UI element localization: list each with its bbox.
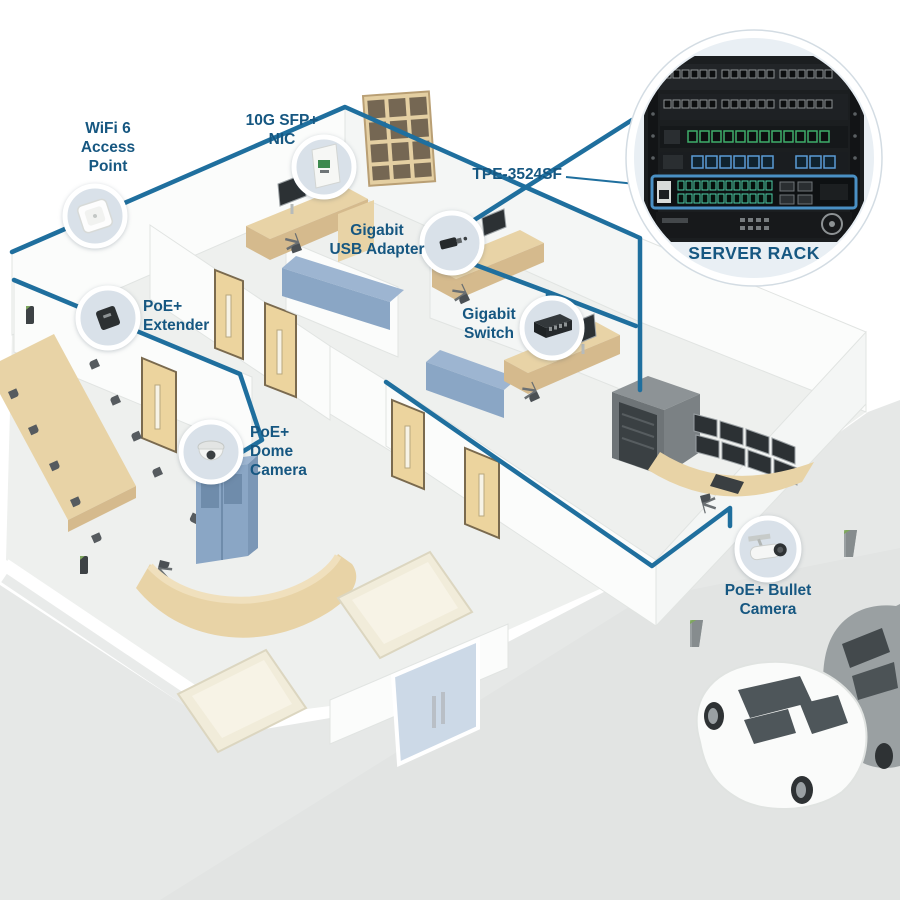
switch-room-front-wall (385, 379, 657, 627)
lobby (176, 550, 474, 754)
sofa (336, 550, 474, 660)
car-windshield (738, 676, 812, 718)
tpe-pointer-line (565, 176, 637, 185)
usb-adapter-label: Gigabit USB Adapter (329, 222, 425, 258)
blue-credenza (282, 256, 404, 330)
sfp-nic-callout (291, 134, 357, 200)
conference-room (0, 278, 245, 547)
bullet-camera-icon (748, 533, 787, 561)
nvr-unit (656, 212, 852, 238)
sofa (176, 648, 308, 754)
poe-extender-callout (75, 285, 141, 351)
outdoor-ground (0, 400, 900, 900)
bullet-branch-line (383, 379, 733, 569)
door (391, 398, 425, 491)
gigabit-switch-callout (519, 295, 585, 361)
server-rack-callout (625, 29, 883, 287)
control-room (612, 376, 814, 517)
sfp-nic-label: 10G SFP+ NIC (245, 112, 319, 148)
server-rack-label: SERVER RACK (688, 243, 820, 263)
blue-credenza (426, 350, 518, 418)
drawer-unit (338, 200, 374, 262)
bullet-camera-callout (734, 515, 802, 583)
usb-adapter-icon (439, 236, 468, 250)
door (214, 268, 244, 361)
poe-extender-icon (96, 306, 120, 330)
wifi-ap-label: WiFi 6 Access Point (80, 120, 136, 175)
parking-lot (160, 548, 900, 900)
gigabit-switch-label: Gigabit Switch (462, 306, 516, 342)
poe-switch-green (660, 126, 848, 148)
door (264, 301, 297, 399)
bullet-camera-label: PoE+ Bullet Camera (724, 582, 812, 618)
monitor-wall (693, 413, 798, 486)
desk (246, 186, 368, 239)
server-rack-illustration (644, 56, 864, 242)
keyboard (710, 474, 744, 494)
reception-area (62, 455, 357, 638)
door (464, 446, 500, 540)
poe-switch-blue (660, 152, 848, 172)
tpe-3524sf-switch (650, 174, 858, 210)
server-cabinet (612, 376, 700, 476)
backbone-line (9, 104, 643, 393)
wifi-access-point-icon (76, 198, 114, 234)
dome-camera-callout (178, 419, 244, 485)
control-desk (648, 452, 814, 497)
wifi-ap-callout (62, 183, 128, 249)
tpe-3524sf-label: TPE-3524SF (472, 166, 562, 183)
reception-desk (136, 554, 357, 638)
poe-extender-label: PoE+ Extender (143, 298, 210, 334)
monitor (481, 208, 507, 237)
gigabit-switch-icon (534, 314, 572, 338)
callouts (62, 134, 802, 583)
usb-adapter-callout (419, 210, 485, 276)
glass-double-door (390, 636, 480, 768)
white-car (695, 660, 868, 811)
dome-camera-icon (197, 440, 225, 461)
switch-room (426, 313, 620, 422)
patch-panels (660, 64, 848, 120)
conference-table (0, 334, 136, 520)
dome-camera-label: PoE+ Dome Camera (250, 424, 307, 479)
sfp-nic-icon (311, 143, 341, 189)
door (141, 356, 177, 454)
bookshelf (361, 90, 437, 187)
